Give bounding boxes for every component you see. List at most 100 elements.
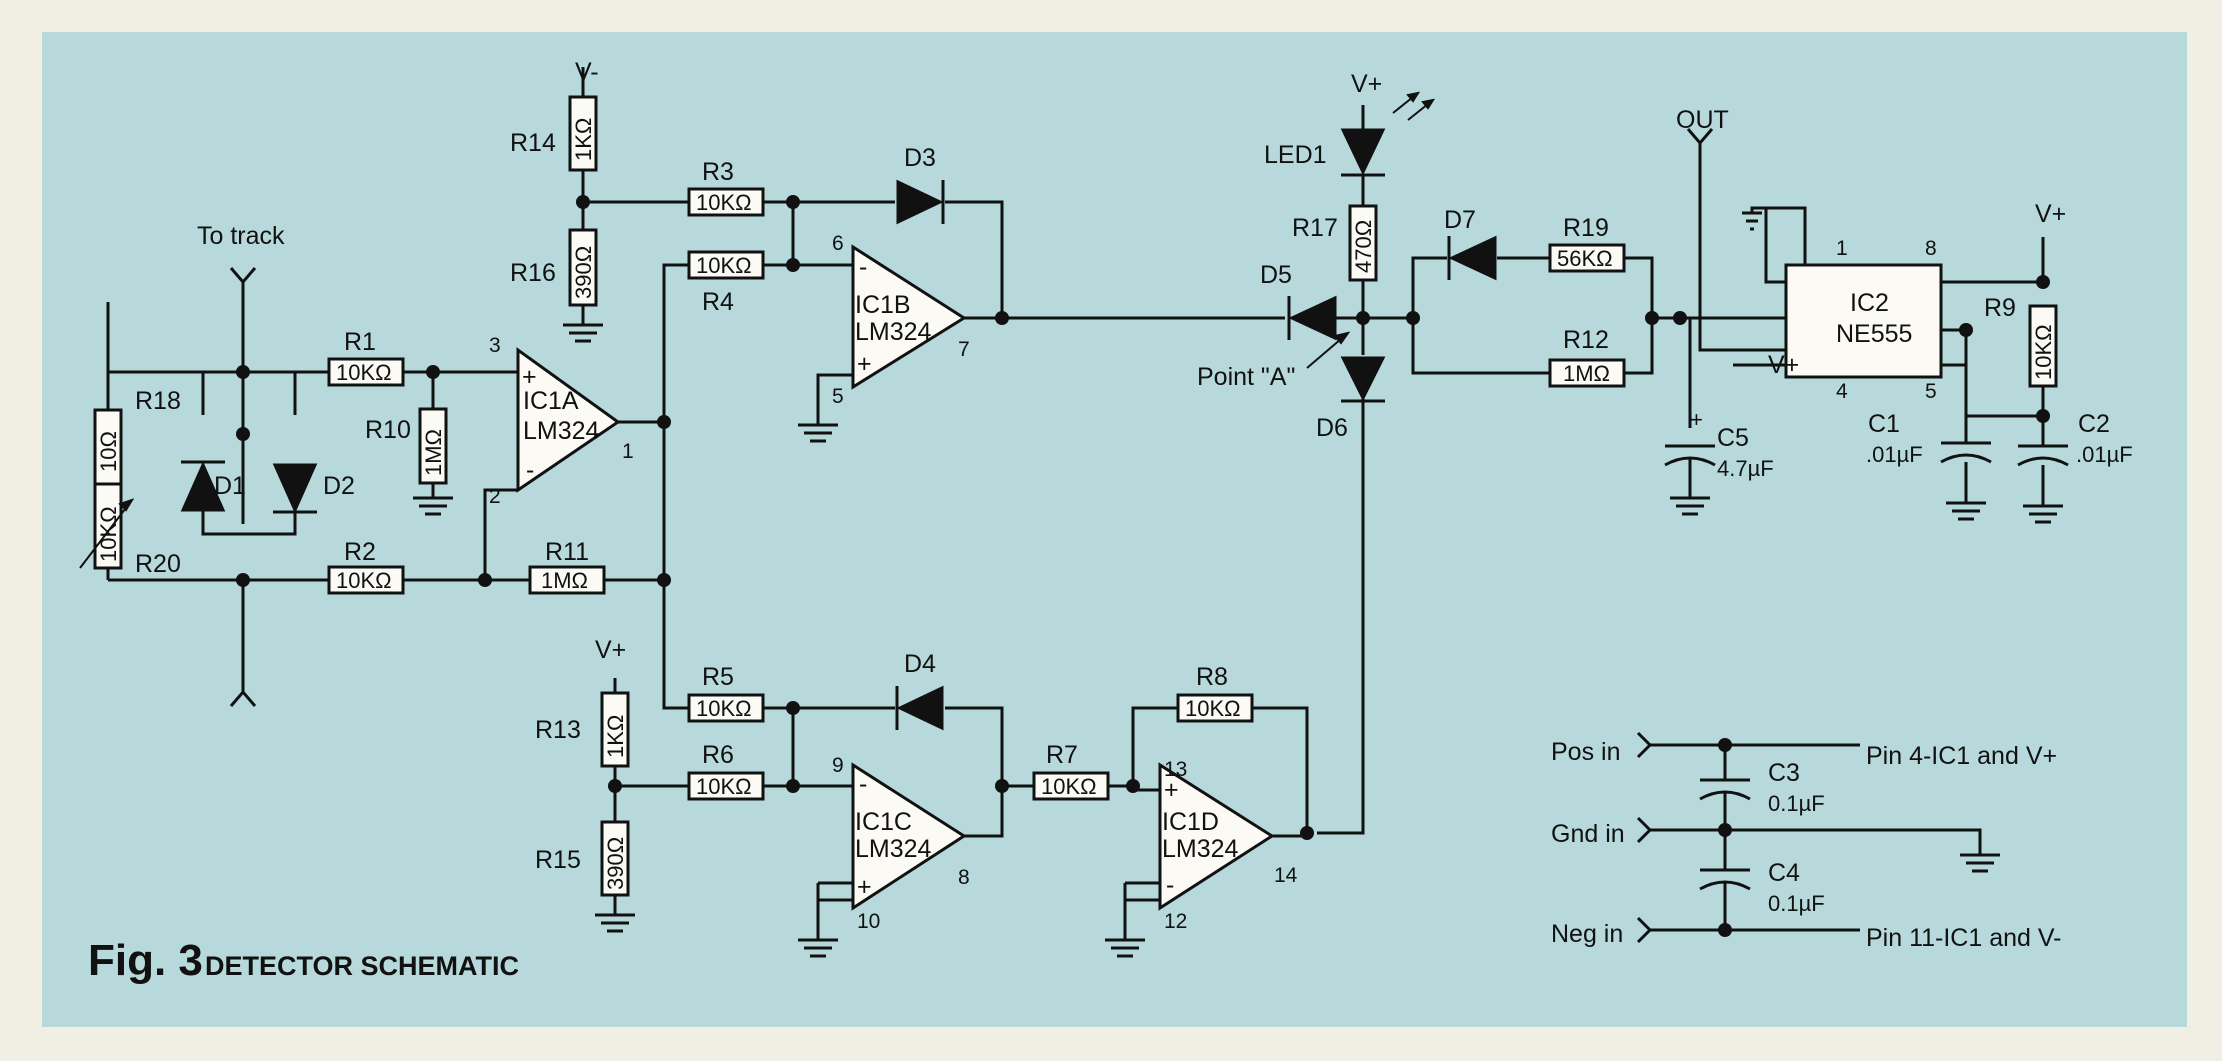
resistor-R3 [687,187,765,217]
net-label-out: OUT [1676,106,1729,134]
opamp-IC1C-part: LM324 [855,835,932,863]
ref-R9: R9 [1984,294,2016,322]
capacitor-C3 [1699,778,1751,801]
opamp-connections [816,786,1307,940]
ref-R1: R1 [344,328,376,356]
ref-C5: C5 [1717,424,1749,452]
net-label-v-plus-led: V+ [1351,70,1382,98]
ref-R19: R19 [1563,214,1609,242]
value-R11: 1MΩ [541,568,588,593]
opamp-symbols [516,244,1275,911]
value-R17: 470Ω [1351,220,1376,273]
ref-R11: R11 [545,538,589,566]
ref-R8: R8 [1196,663,1228,691]
resistor-leads [106,302,617,693]
pin-IC1A-3: 3 [489,334,501,357]
diode-symbols [180,128,1497,731]
c5-polarity-mark: + [1690,407,1703,432]
opamp-IC1A-name: IC1A [523,387,579,415]
pin-IC1C-9: 9 [832,754,844,777]
resistor-R11 [528,565,606,595]
pin-IC2-8: 8 [1925,237,1937,260]
value-C5: 4.7µF [1717,456,1774,481]
ref-R6: R6 [702,741,734,769]
led-emission-icon [1392,91,1436,121]
value-R1: 10KΩ [336,360,392,385]
power-gnd-in: Gnd in [1551,820,1625,848]
ref-R12: R12 [1563,326,1609,354]
opamp-IC1A [516,347,621,493]
ref-C1: C1 [1868,410,1900,438]
value-R8: 10KΩ [1185,696,1241,721]
diode-D2 [272,463,318,514]
ref-R15: R15 [535,846,581,874]
ref-D6: D6 [1316,414,1348,442]
diode-D4 [895,685,944,731]
pin-IC2-5: 5 [1925,380,1937,403]
capacitor-symbols [1664,441,2069,891]
pin-IC2-1: 1 [1836,237,1848,260]
pin-IC1D-12: 12 [1164,910,1187,933]
opamp-sign: + [857,873,872,901]
ref-R17: R17 [1292,214,1338,242]
value-R7: 10KΩ [1041,774,1097,799]
ref-R3: R3 [702,158,734,186]
ref-D7: D7 [1444,206,1476,234]
point-a-arrow-icon [1306,331,1351,369]
labels: To track V- V+ V+ V+ V+ OUT Point "A" R1… [88,58,2133,985]
value-R19: 56KΩ [1557,246,1613,271]
resistor-R4 [687,250,765,280]
resistor-R16 [568,228,598,307]
opamp-sign: + [522,363,537,391]
ref-R2: R2 [344,538,376,566]
ref-R4: R4 [702,288,734,316]
value-C3: 0.1µF [1768,791,1825,816]
opamp-IC1D-part: LM324 [1162,835,1239,863]
ref-R10: R10 [365,416,411,444]
value-R16: 390Ω [571,246,596,299]
ref-R14: R14 [510,129,556,157]
diode-D3 [896,179,945,225]
diode-D5 [1287,295,1337,341]
value-C2: .01µF [2076,442,2133,467]
power-pos-in: Pos in [1551,738,1620,766]
resistor-R9 [2028,304,2058,388]
opamp-IC1C-name: IC1C [855,808,912,836]
pin-IC1D-13: 13 [1164,758,1187,781]
ground-icon [798,423,838,443]
resistor-R17 [1348,204,1378,282]
resistor-R6 [687,771,765,801]
resistor-R15 [600,820,630,897]
pin-IC1B-7: 7 [958,338,970,361]
pin-IC1A-2: 2 [489,485,501,508]
opamp-sign: - [1166,871,1174,899]
resistor-R13 [600,691,630,768]
value-C4: 0.1µF [1768,891,1825,916]
pin-IC1C-8: 8 [958,866,970,889]
ic2-pin1-wire [1760,206,1786,284]
value-R4: 10KΩ [696,253,752,278]
resistor-R8 [1176,693,1254,723]
diode-D1 [180,460,226,512]
opamp-IC1D [1158,762,1275,911]
ref-C3: C3 [1768,759,1800,787]
diode-D7 [1447,235,1497,281]
resistor-R19 [1548,243,1626,273]
pin-IC2-4: 4 [1836,380,1848,403]
resistor-R5 [687,693,765,723]
terminals [229,128,1714,944]
opamp-IC1C [851,762,967,911]
figure-title: DETECTOR SCHEMATIC [205,951,519,981]
opamp-sign: - [859,770,867,798]
resistor-R14 [568,95,598,172]
led-LED1 [1340,128,1386,177]
ground-icon [1742,206,1762,231]
pin-IC1B-6: 6 [832,232,844,255]
ic2-part: NE555 [1836,320,1912,348]
net-label-v-plus-555: V+ [1768,351,1799,379]
power-pos-dest: Pin 4-IC1 and V+ [1866,742,2057,770]
ref-C2: C2 [2078,410,2110,438]
junction-dots [236,195,2050,937]
value-R18: 10Ω [96,431,121,472]
